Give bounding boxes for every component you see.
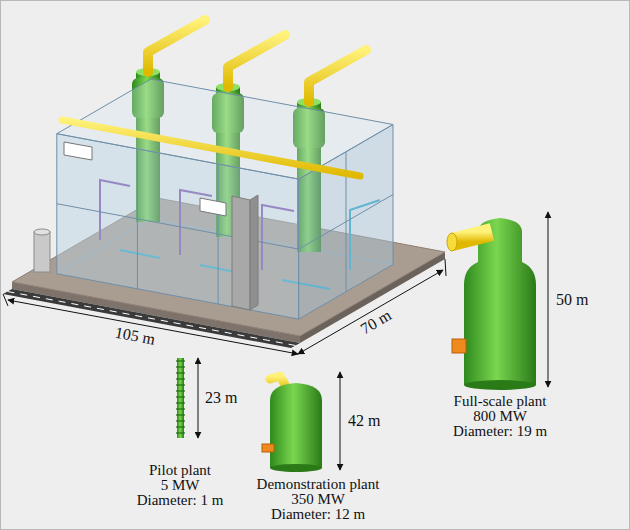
glass-building-part [57,79,393,179]
demonstration-vessel-part [270,383,322,468]
full-scale-vessel-part [452,339,466,353]
dimension-label: 105 m [114,324,157,349]
height-arrow [548,212,549,387]
full-scale-vessel-part [447,233,457,251]
dimension-line-part [8,300,298,354]
full-scale-vessel [447,218,536,390]
sign-board [64,142,226,216]
glass-building [57,79,393,319]
stair-core-part [250,195,258,310]
height-arrow [198,358,199,438]
flue-gas-duct-part [309,50,366,102]
dimension-line [3,259,446,354]
diameter-label: Diameter: 19 m [453,423,547,440]
dimension-line-part [445,259,446,276]
flue-gas-duct [62,20,366,176]
pilot-column-part [177,358,184,438]
flue-gas-duct-part [62,120,360,176]
power-rating: 350 MW [291,491,345,508]
glass-building-part [218,164,219,304]
sign-board-part [64,142,92,160]
height-arrow [340,372,341,470]
dimension-label: 23 m [205,389,237,407]
flue-gas-duct-part [228,35,285,87]
dimension-label: 50 m [556,291,588,309]
plant-name: Pilot plant [149,462,211,479]
diameter-label: Diameter: 1 m [137,492,224,509]
demonstration-vessel [262,376,322,472]
power-rating: 800 MW [473,408,527,425]
plant-name: Demonstration plant [257,476,380,493]
stair-core-part [232,196,250,310]
dimension-label: 42 m [348,412,380,430]
glass-building-part [57,204,299,249]
dimension-line-part [3,294,8,306]
demonstration-vessel-part [262,444,274,452]
glass-building-part [137,149,138,289]
storage-tank-part [34,232,50,272]
pilot-column-part [176,360,185,436]
pilot-column [177,358,184,438]
storage-tank-part [34,229,50,235]
dimension-line-part [298,270,443,354]
storage-tank [34,229,50,272]
demonstration-vessel-part [270,464,322,472]
stair-core [232,195,258,310]
flue-gas-duct-part [148,20,205,72]
dimension-label: 70 m [358,306,395,337]
plant-name: Full-scale plant [454,393,547,410]
full-scale-vessel-part [452,232,492,242]
full-scale-vessel-part [464,380,536,390]
diameter-label: Diameter: 12 m [271,506,365,523]
power-rating: 5 MW [161,477,200,494]
sign-board-part [200,198,226,216]
